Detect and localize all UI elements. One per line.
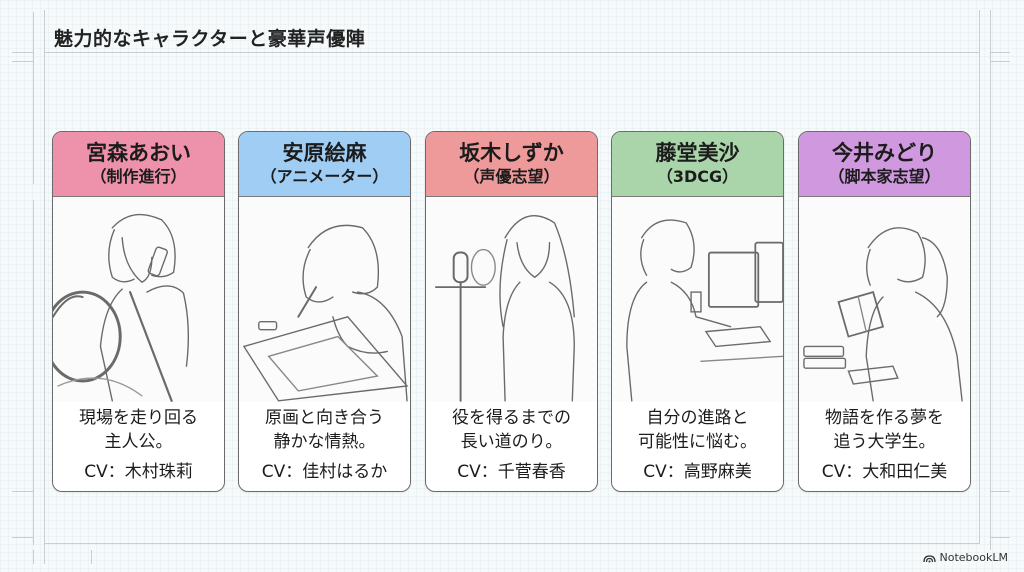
girl-microphone-illustration	[426, 197, 597, 402]
girl-reading-illustration	[799, 197, 970, 402]
character-description: 原画と向き合う 静かな情熱。	[239, 402, 410, 454]
frame-line	[33, 200, 34, 545]
slide-title: 魅力的なキャラクターと豪華声優陣	[54, 28, 366, 50]
character-role: （制作進行）	[90, 167, 187, 186]
sketch-icon	[242, 224, 409, 402]
voice-actor: CV：高野麻美	[643, 462, 752, 482]
character-card-imai: 今井みどり （脚本家志望） 物語を作る夢を 追う大学生。 CV：大和田仁美	[798, 131, 971, 492]
frame-line	[44, 52, 979, 53]
character-card-yasuhara: 安原絵麻 （アニメーター） 原画と向き合う 静かな情熱。 CV：佳村はるか	[238, 131, 411, 492]
character-card-todo: 藤堂美沙 （3DCG） 自分の進路と 可能性に悩む。 CV：高野麻美	[611, 131, 784, 492]
description-line: 自分の進路と	[646, 408, 749, 428]
description-line: 原画と向き合う	[265, 408, 384, 428]
girl-computer-illustration	[612, 197, 783, 402]
frame-line	[44, 10, 45, 558]
frame-line	[990, 491, 1010, 492]
character-description: 物語を作る夢を 追う大学生。	[799, 402, 970, 454]
character-description: 自分の進路と 可能性に悩む。	[612, 402, 783, 454]
notebooklm-logo-icon	[922, 554, 936, 562]
character-name: 今井みどり	[832, 141, 937, 165]
character-name: 坂木しずか	[459, 141, 564, 165]
character-card-sakaki: 坂木しずか （声優志望） 役を得るまでの 長い道のり。 CV：千菅春香	[425, 131, 598, 492]
voice-actor: CV：千菅春香	[457, 462, 566, 482]
description-line: 物語を作る夢を	[825, 408, 944, 428]
voice-actor: CV：大和田仁美	[821, 462, 948, 482]
card-header: 藤堂美沙 （3DCG）	[612, 132, 783, 197]
card-header: 宮森あおい （制作進行）	[53, 132, 224, 197]
description-line: 長い道のり。	[460, 432, 563, 452]
card-header: 今井みどり （脚本家志望）	[799, 132, 970, 197]
notebooklm-brand: NotebookLM	[922, 551, 1008, 564]
card-header: 安原絵麻 （アニメーター）	[239, 132, 410, 197]
character-role: （声優志望）	[463, 167, 560, 186]
character-card-miyamori: 宮森あおい （制作進行） 現場を走り回る 主人公。 CV：木村珠莉	[52, 131, 225, 492]
frame-line	[12, 491, 34, 492]
character-description: 役を得るまでの 長い道のり。	[426, 402, 597, 454]
frame-line	[44, 550, 45, 564]
description-line: 現場を走り回る	[79, 408, 198, 428]
description-line: 追う大学生。	[833, 432, 936, 452]
character-name: 安原絵麻	[282, 141, 367, 165]
character-role: （アニメーター）	[260, 167, 389, 186]
character-role: （脚本家志望）	[828, 167, 941, 186]
card-header: 坂木しずか （声優志望）	[426, 132, 597, 197]
frame-line	[33, 550, 34, 564]
frame-line	[990, 537, 1010, 538]
sketch-icon	[434, 215, 575, 402]
frame-line	[979, 10, 980, 544]
description-line: 主人公。	[104, 432, 173, 452]
description-line: 役を得るまでの	[452, 408, 571, 428]
sketch-icon	[803, 227, 963, 402]
character-description: 現場を走り回る 主人公。	[53, 402, 224, 454]
voice-actor: CV：木村珠莉	[84, 462, 193, 482]
brand-label: NotebookLM	[939, 551, 1008, 564]
girl-drawing-illustration	[239, 197, 410, 402]
character-name: 宮森あおい	[86, 141, 191, 165]
frame-line	[12, 61, 34, 62]
description-line: 可能性に悩む。	[638, 432, 757, 452]
frame-line	[990, 52, 1010, 53]
frame-line	[990, 10, 991, 550]
sketch-icon	[53, 213, 189, 402]
frame-line	[990, 61, 1010, 62]
frame-line	[44, 543, 980, 544]
girl-driving-illustration	[53, 197, 224, 402]
frame-line	[33, 12, 34, 184]
sketch-icon	[626, 219, 783, 402]
character-role: （3DCG）	[656, 167, 739, 186]
frame-line	[91, 550, 92, 564]
frame-line	[12, 537, 34, 538]
character-name: 藤堂美沙	[655, 141, 740, 165]
voice-actor: CV：佳村はるか	[261, 462, 388, 482]
frame-line	[12, 52, 34, 53]
description-line: 静かな情熱。	[273, 432, 376, 452]
